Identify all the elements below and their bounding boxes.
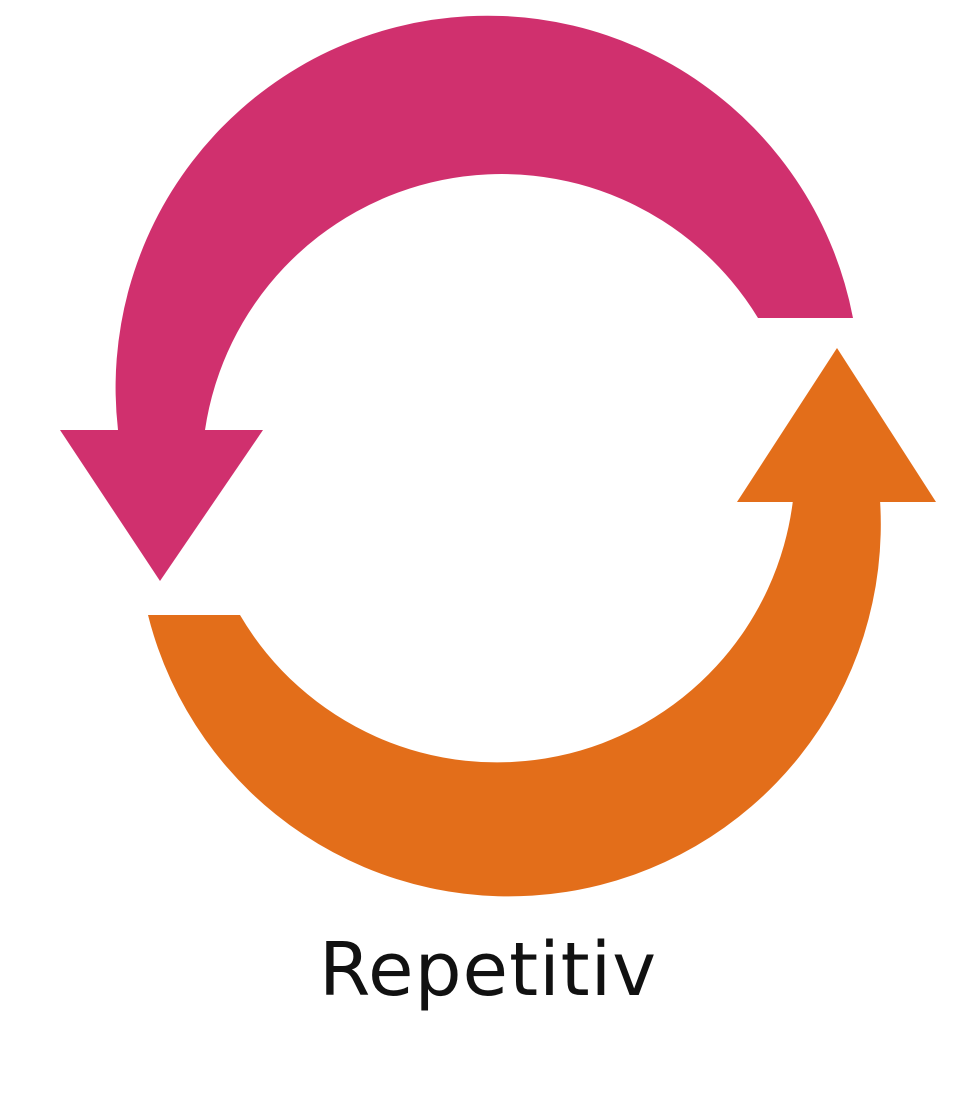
orange-arrow xyxy=(148,348,936,897)
orange-arrowhead xyxy=(737,348,936,502)
orange-arc-body xyxy=(148,500,881,897)
repeat-cycle-icon xyxy=(60,15,936,897)
caption-label: Repetitiv xyxy=(318,927,658,1013)
magenta-arc-body xyxy=(115,15,853,431)
magenta-arrow xyxy=(60,15,853,581)
magenta-arrowhead xyxy=(60,430,263,581)
